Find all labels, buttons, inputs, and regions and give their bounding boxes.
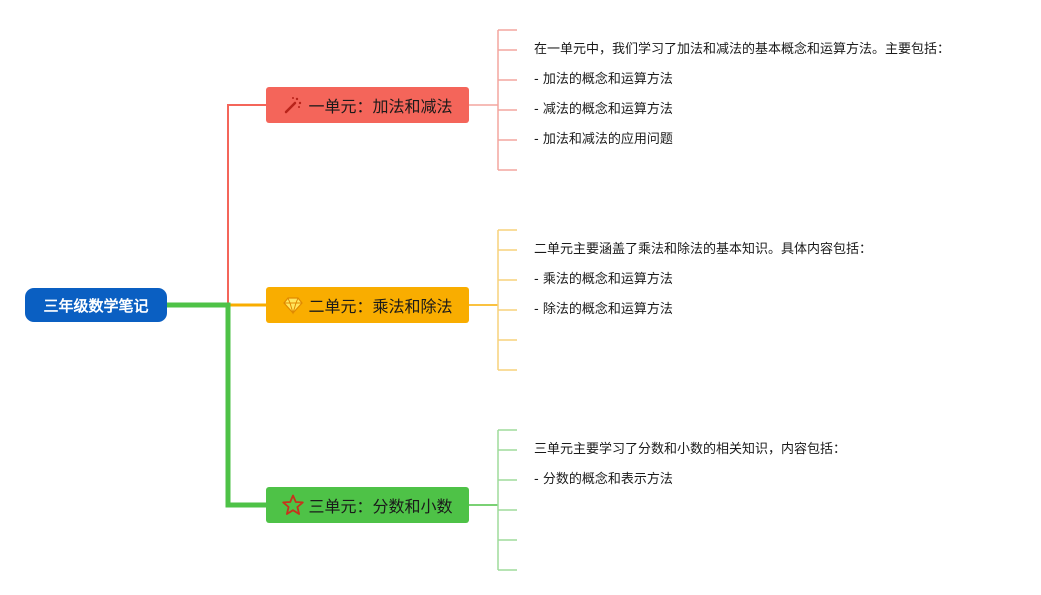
note-branch-2-line-2: - 乘法的概念和运算方法: [534, 272, 673, 287]
branch-topic-unit-2[interactable]: 二单元：乘法和除法: [266, 287, 469, 323]
root-topic-label: 三年级数学笔记: [43, 296, 149, 315]
note-branch-2-line-3: - 除法的概念和运算方法: [534, 302, 673, 317]
bracket-branch-2: [469, 229, 517, 371]
bracket-branch-1: [469, 29, 517, 171]
note-branch-1-line-4: - 加法和减法的应用问题: [534, 132, 673, 147]
note-branch-1-line-1: 在一单元中，我们学习了加法和减法的基本概念和运算方法。主要包括：: [534, 42, 951, 57]
link-root-branch-3: [167, 302, 266, 508]
branch-topic-label: 三单元：分数和小数: [308, 497, 453, 516]
branch-topic-unit-1[interactable]: 一单元：加法和减法: [266, 87, 469, 123]
diamond-icon: [282, 294, 304, 316]
branch-topic-unit-3[interactable]: 三单元：分数和小数: [266, 487, 469, 523]
note-branch-3-line-1: 三单元主要学习了分数和小数的相关知识，内容包括：: [534, 442, 847, 457]
link-root-branch-1: [167, 104, 266, 306]
root-topic[interactable]: 三年级数学笔记: [25, 288, 167, 322]
branch-topic-label: 二单元：乘法和除法: [308, 297, 453, 316]
note-branch-1-line-2: - 加法的概念和运算方法: [534, 72, 673, 87]
branch-topic-label: 一单元：加法和减法: [308, 97, 453, 116]
bracket-branch-3: [469, 429, 517, 571]
note-branch-2-line-1: 二单元主要涵盖了乘法和除法的基本知识。具体内容包括：: [534, 242, 873, 257]
star-icon: [282, 494, 305, 516]
magic-wand-icon: [282, 94, 304, 116]
note-branch-1-line-3: - 减法的概念和运算方法: [534, 102, 673, 117]
note-branch-3-line-2: - 分数的概念和表示方法: [534, 472, 673, 487]
